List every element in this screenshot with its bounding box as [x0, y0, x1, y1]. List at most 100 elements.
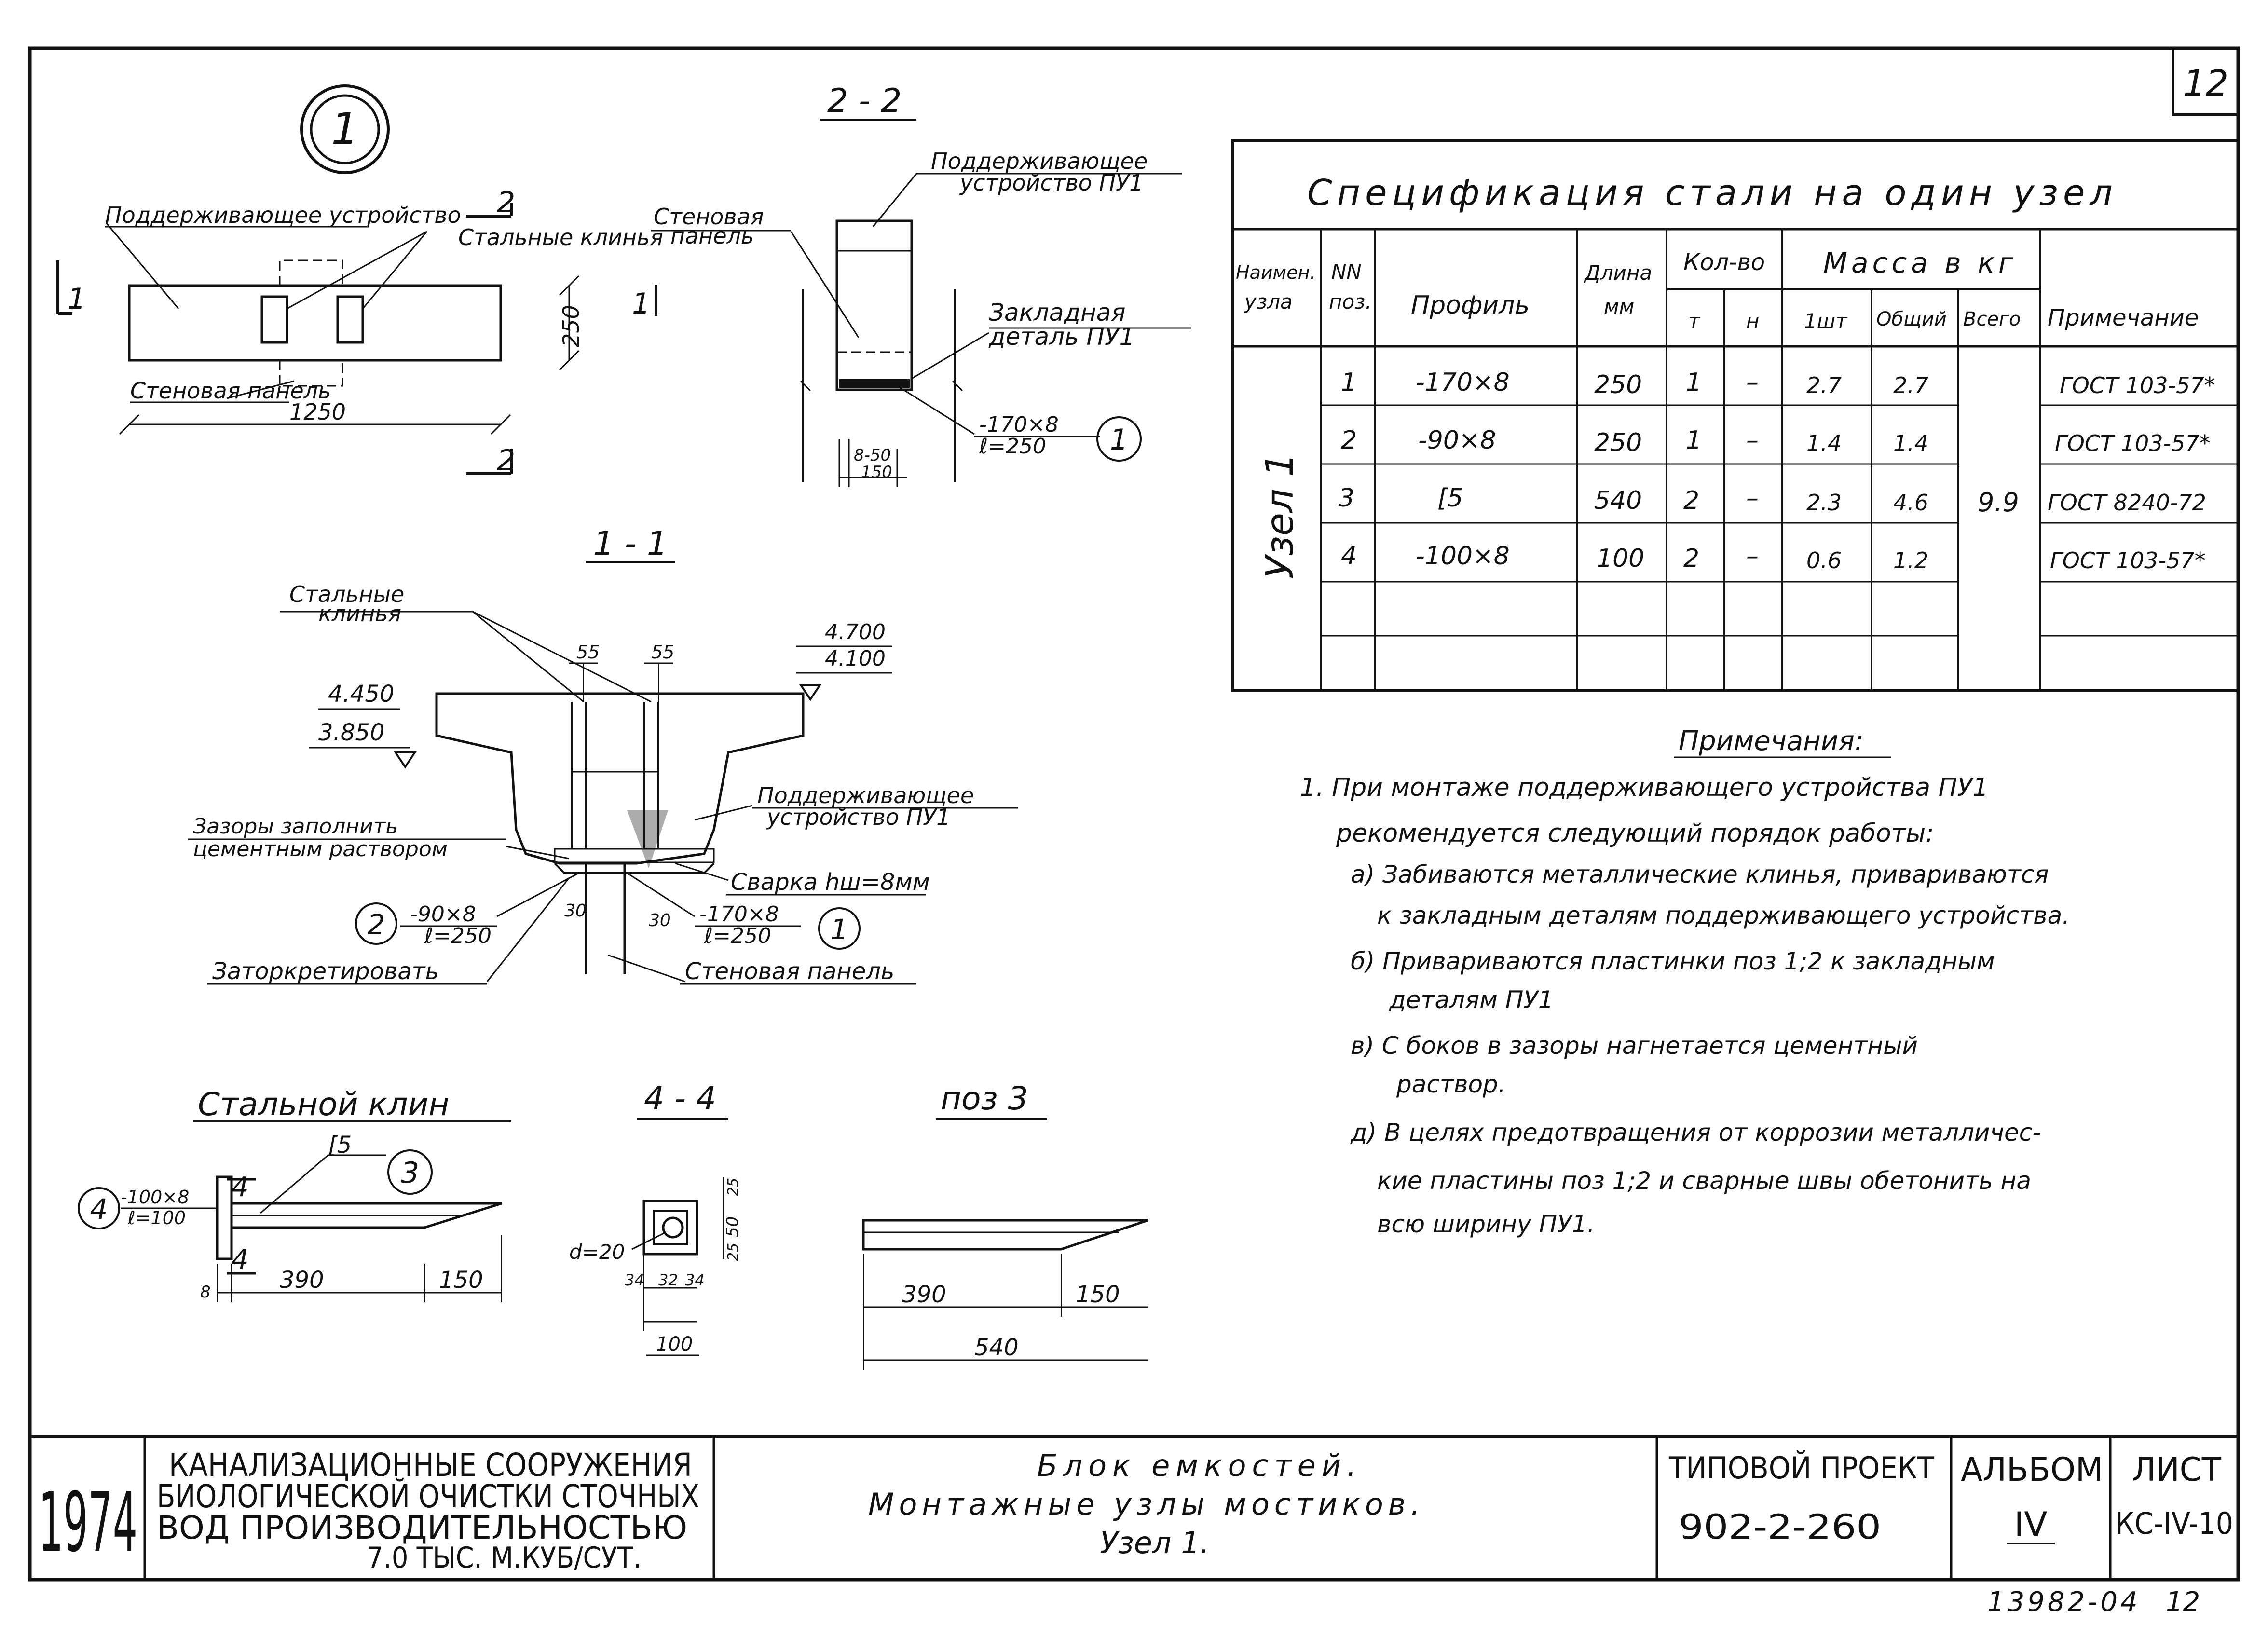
hdr-profile: Профиль	[1411, 291, 1530, 320]
spec-row-1-t: 1	[1686, 368, 1702, 397]
pos3-dim-150: 150	[1076, 1281, 1120, 1308]
hdr-qty-t: т	[1688, 309, 1701, 333]
note-line-3: а) Забиваются металлические клинья, прив…	[1351, 860, 2049, 888]
s44-d-label: d=20	[569, 1240, 625, 1264]
spec-row-2-note: ГОСТ 103-57*	[2055, 430, 2211, 456]
hdr-length-1: Длина	[1584, 261, 1652, 285]
spec-row-2-n: –	[1746, 426, 1759, 455]
hdr-node-name-2: узла	[1243, 290, 1293, 314]
s22-panel-label-2: панель	[670, 223, 754, 249]
pos3-dim-540: 540	[974, 1334, 1019, 1361]
tb-desc-line-3: Узел 1.	[1100, 1525, 1209, 1560]
spec-row-3-note: ГОСТ 8240-72	[2048, 490, 2206, 516]
s11-elev-right-top: 4.700	[825, 620, 886, 644]
s11-weld-label: Сварка hш=8мм	[731, 869, 930, 896]
wedge-plate-1: -100×8	[121, 1187, 189, 1208]
tb-sheet-label: ЛИСТ	[2132, 1451, 2221, 1489]
s11-dim-30-right: 30	[649, 911, 671, 930]
section-11-title: 1 - 1	[593, 525, 668, 563]
plan-support-label: Поддерживающее устройство	[105, 202, 461, 228]
notes-block: Примечания: 1. При монтаже поддерживающе…	[1300, 725, 2070, 1238]
cut-1-right: 1	[632, 287, 650, 321]
tb-sheet-value: КС-IV-10	[2115, 1506, 2233, 1541]
steel-wedge-detail: Стальной клин 4 4 [5 3 4 -100×8 ℓ=100 8 …	[78, 1086, 511, 1302]
spec-row-1-total: 2.7	[1893, 372, 1928, 398]
spec-row-3-pos: 3	[1339, 484, 1354, 513]
cut-2-bottom: 2	[497, 444, 515, 478]
section-4-4: 4 - 4 d=20 34 32 34 100 25 50 25	[569, 1080, 742, 1356]
s44-dim-100: 100	[656, 1333, 693, 1355]
s11-gaps-label-1: Зазоры заполнить	[193, 814, 398, 839]
s11-elev-bottom: 3.850	[318, 719, 384, 746]
s22-dim-b: 150	[861, 463, 892, 482]
archive-sheet: 12	[2166, 1586, 2200, 1618]
wedge-channel-marker: 3	[401, 1156, 419, 1190]
note-line-6: деталям ПУ1	[1389, 986, 1554, 1014]
hdr-qty-n: н	[1746, 309, 1759, 333]
archive-number: 13982-04	[1987, 1586, 2141, 1618]
section-2-2: 2 - 2 Поддерживающее устройство ПУ1 Стен…	[651, 82, 1191, 487]
wedge-title: Стальной клин	[198, 1086, 450, 1123]
s11-dim-55-left: 55	[576, 642, 600, 663]
wedge-plate-marker: 4	[90, 1193, 108, 1226]
s11-support-label-1: Поддерживающее	[757, 782, 974, 808]
spec-table: Спецификация стали на один узел Наимен. …	[1231, 139, 2240, 692]
spec-row-2-unit: 1.4	[1806, 430, 1842, 456]
spec-row-3-total: 4.6	[1893, 490, 1928, 516]
svg-text:1: 1	[331, 104, 358, 154]
spec-row-1-unit: 2.7	[1806, 372, 1842, 398]
s22-plate-marker: 1	[1110, 423, 1128, 457]
spec-row-2-total: 1.4	[1893, 430, 1928, 456]
s22-panel-label-1: Стеновая	[654, 204, 764, 230]
tb-album-value: IV	[2014, 1505, 2048, 1544]
note-line-1: 1. При монтаже поддерживающего устройств…	[1300, 773, 1989, 802]
spec-row-3-t: 2	[1683, 486, 1699, 515]
tb-desc-line-1: Блок емкостей.	[1037, 1448, 1362, 1483]
sheet-number: 12	[2183, 63, 2228, 104]
pos3-title: поз 3	[941, 1080, 1028, 1117]
title-block: 1974 КАНАЛИЗАЦИОННЫЕ СООРУЖЕНИЯ БИОЛОГИЧ…	[30, 1435, 2238, 1580]
wedge-dim-8: 8	[200, 1283, 211, 1302]
spec-row-4-n: –	[1746, 542, 1759, 571]
hdr-pos-2: поз.	[1329, 290, 1372, 314]
hdr-pos-1: NN	[1331, 260, 1362, 284]
s11-dim-55-right: 55	[651, 642, 674, 663]
plan-dim-length: 1250	[289, 399, 346, 425]
sheet-number-box	[2172, 47, 2240, 116]
s44-dim-50: 50	[723, 1216, 742, 1237]
spec-row-3-profile: [5	[1437, 484, 1463, 513]
s11-elev-top: 4.450	[328, 681, 394, 708]
tb-org-line-1: КАНАЛИЗАЦИОННЫЕ СООРУЖЕНИЯ	[169, 1447, 692, 1484]
s11-torcret-label: Заторкретировать	[212, 958, 439, 985]
plan-dim-height: 250	[558, 305, 584, 347]
tb-project-label: ТИПОВОЙ ПРОЕКТ	[1668, 1450, 1935, 1486]
support-beam-profile	[435, 692, 805, 865]
s11-plate2-marker: 2	[368, 908, 385, 941]
s44-dim-25b: 25	[725, 1243, 742, 1261]
tb-project-number: 902-2-260	[1679, 1507, 1881, 1547]
hdr-mass-unit: 1шт	[1804, 309, 1848, 333]
spec-row-1-n: –	[1746, 368, 1759, 397]
s11-plate1-1: -170×8	[699, 902, 779, 927]
spec-row-4-total: 1.2	[1893, 547, 1928, 573]
s44-dim-25a: 25	[725, 1178, 742, 1196]
s22-embed-label-2: деталь ПУ1	[988, 323, 1134, 351]
sheet-border	[28, 46, 2240, 1582]
s11-gaps-label-2: цементным раствором	[193, 837, 448, 861]
s22-support-label-1: Поддерживающее	[931, 148, 1148, 174]
spec-row-3-n: –	[1746, 484, 1759, 513]
section-44-title: 4 - 4	[644, 1080, 716, 1117]
wedge-plate-2: ℓ=100	[127, 1207, 186, 1229]
node-marker: 1	[300, 84, 390, 174]
plan-wedges-label: Стальные клинья	[458, 224, 663, 250]
wedge-dim-150: 150	[439, 1267, 483, 1294]
s11-plate2-1: -90×8	[410, 902, 476, 927]
hdr-node-name-1: Наимен.	[1236, 262, 1316, 283]
s11-panel-label: Стеновая панель	[685, 958, 894, 985]
s44-dim-34b: 34	[685, 1271, 705, 1289]
hdr-mass: Масса в кг	[1823, 246, 2017, 279]
s22-embed-label-1: Закладная	[989, 299, 1125, 327]
spec-node-name: Узел 1	[1258, 453, 1302, 579]
spec-row-4-unit: 0.6	[1806, 547, 1842, 573]
